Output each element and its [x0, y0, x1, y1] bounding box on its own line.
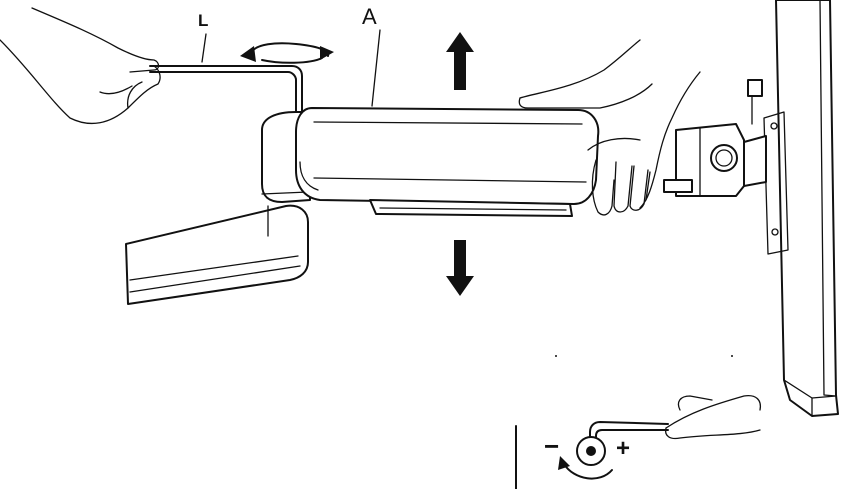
- hand-on-arm: [518, 39, 653, 109]
- tilt-head: [663, 79, 767, 197]
- increase-sign: +: [616, 435, 630, 462]
- adjust-key: [589, 421, 669, 451]
- arrow-down-icon: [446, 240, 474, 296]
- arrow-up-icon: [446, 32, 474, 90]
- upper-arm-a: [295, 107, 600, 217]
- hex-key: [149, 33, 303, 113]
- hand-top-left: [0, 7, 161, 125]
- hand-bottom-right: [664, 394, 762, 440]
- rotation-arrow-icon: [240, 42, 334, 64]
- label-arm-part-a: A: [362, 4, 377, 29]
- decrease-sign: −: [544, 431, 559, 461]
- tension-adjust-icon: − +: [515, 425, 630, 489]
- hand-under-arm: [587, 71, 701, 216]
- label-hex-key: L: [198, 11, 208, 30]
- lower-arm: [125, 204, 309, 305]
- monitor-panel: [763, 0, 839, 417]
